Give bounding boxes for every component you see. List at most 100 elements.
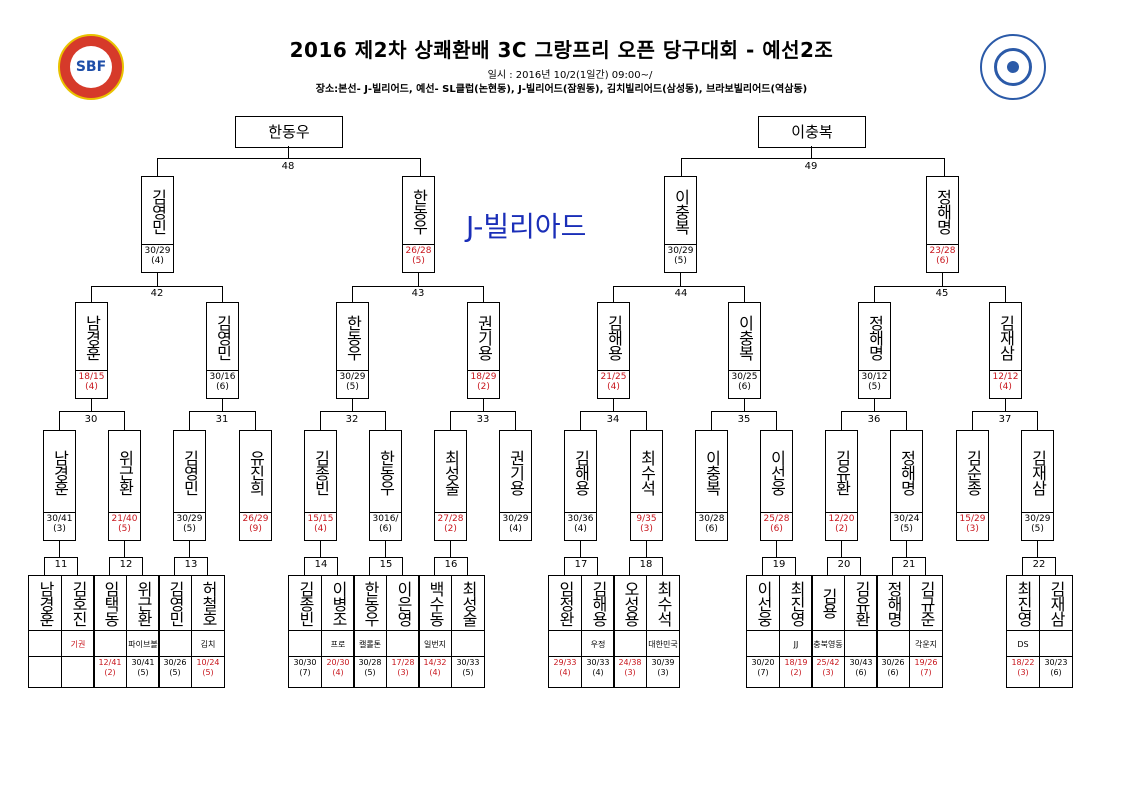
entrant-result: 30/26 (6) [877,656,909,680]
player-box: 권기용 30/29 (4) [499,430,532,541]
player-score: 30/29 (5) [1022,512,1053,540]
player-score: 30/29 (5) [337,370,368,398]
bracket-line [925,557,926,576]
entrant-name: 김호진 [69,580,88,626]
player-score: 3016/ (6) [370,512,401,540]
player-score: 15/29 (3) [957,512,988,540]
entrant-result: 30/26 (5) [159,656,191,680]
match-number: 16 [444,559,458,570]
bracket-line [597,557,598,576]
bracket-line [892,557,893,576]
bracket-line [304,557,338,558]
entrant-club [614,630,646,657]
bracket-line [580,541,581,558]
bracket-line [222,399,223,412]
entrant-result: 30/28 (5) [354,656,386,680]
bracket-line [385,541,386,558]
entrant-result: 30/30 (7) [289,656,321,680]
bracket-line [515,411,516,431]
match-number: 15 [379,559,393,570]
player-score: 18/29 (2) [468,370,499,398]
sbf-logo-text: SBF [70,46,112,88]
sbf-logo: SBF [58,34,124,100]
player-score: 30/16 (6) [207,370,238,398]
bracket-line [320,411,386,412]
entrant-result: 18/19 (2) [780,656,812,680]
bracket-line [646,411,647,431]
bracket-line [142,557,143,576]
bracket-line [711,411,712,431]
match-number: 14 [314,559,328,570]
bracket-line [1005,286,1006,303]
player-score: 12/12 (4) [990,370,1021,398]
player-name: 권기용 [506,450,526,495]
player-score: 30/29 (4) [500,512,531,540]
entrant-name: 김재삼 [1047,580,1066,626]
player-name: 유진희 [246,450,266,495]
bracket-line [1055,557,1056,576]
entrant-result: 30/33 (5) [452,656,484,680]
bracket-line [420,158,421,177]
bracket-line [972,411,1038,412]
bracket-line [711,411,777,412]
bracket-line [450,541,451,558]
bracket-line [795,557,796,576]
bracket-line [369,557,370,576]
player-name: 김유환 [832,450,852,495]
match-number: 32 [345,414,359,425]
player-name: 김영민 [213,315,233,360]
bracket-line [157,273,158,287]
bracket-line [613,286,614,303]
venue-tag: J-빌리아드 [466,210,587,243]
bracket-line [109,557,110,576]
player-name: 김영민 [180,450,200,495]
player-score: 15/15 (4) [305,512,336,540]
bracket-line [402,557,403,576]
match-number: 13 [184,559,198,570]
match-number: 45 [935,288,949,299]
bracket-line [1022,557,1056,558]
bracket-line [450,411,516,412]
bracket-line [1005,399,1006,412]
bracket-line [827,557,861,558]
entrant-club [94,630,126,657]
bracket-line [681,158,945,159]
bracket-line [385,411,386,431]
bracket-line [1022,557,1023,576]
entrant-result: 12/41 (2) [94,656,126,680]
bracket-line [1037,411,1038,431]
bracket-line [91,286,223,287]
bracket-line [59,411,125,412]
match-number: 21 [902,559,916,570]
bracket-line [288,146,289,159]
entrant-name: 임택동 [101,580,120,626]
bracket-line [44,557,78,558]
bracket-line [680,273,681,287]
entrant-name: 김용 [819,588,838,618]
final-right-box: 이충복 [758,116,866,148]
bracket-line [874,286,1006,287]
entrant-club: 대한민국 [647,630,679,657]
